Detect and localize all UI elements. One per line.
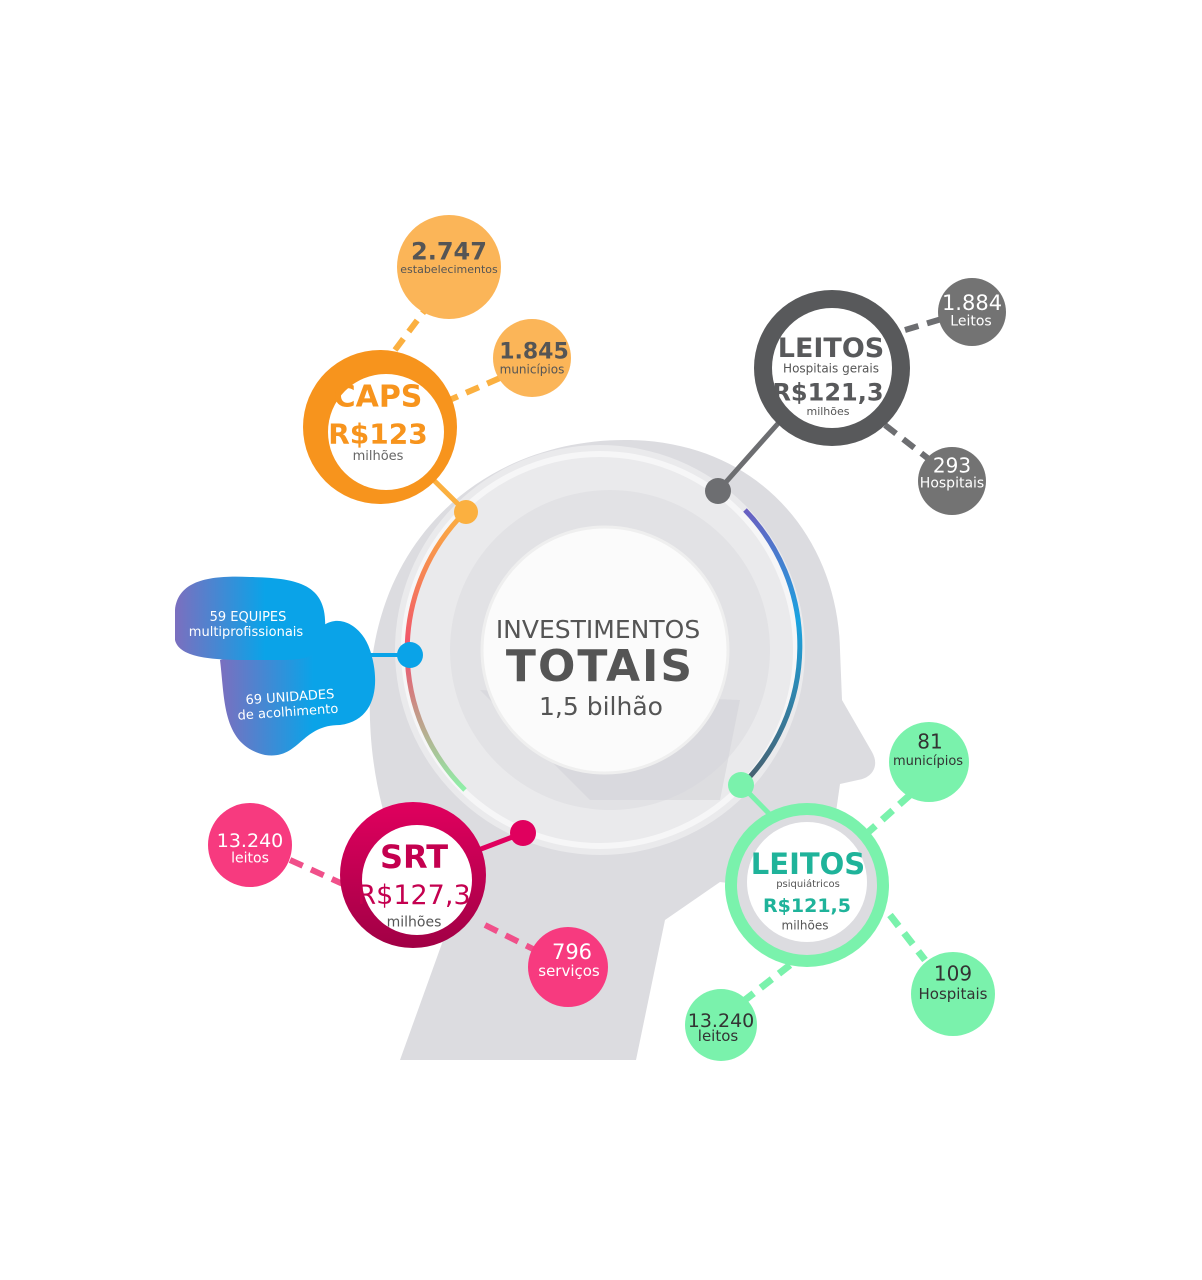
leitos-psiq-unit: milhões xyxy=(781,918,829,933)
caps-stat1-value: 2.747 xyxy=(411,237,487,266)
caps-node xyxy=(303,215,571,524)
equipes-count: 59 EQUIPES xyxy=(209,610,287,626)
center-line1: INVESTIMENTOS xyxy=(495,614,701,644)
srt-stat2-value: 796 xyxy=(551,939,593,964)
equipes-node xyxy=(175,576,423,756)
leitos-psiq-amount: R$121,5 xyxy=(763,895,851,918)
leitos-psiq-stat2-label: Hospitais xyxy=(918,985,988,1004)
caps-stat1-label: estabelecimentos xyxy=(400,263,498,277)
leitos-gerais-stat2-value: 293 xyxy=(932,453,972,478)
leitos-gerais-amount: R$121,3 xyxy=(772,378,884,407)
right-arc xyxy=(740,508,803,787)
caps-amount: R$123 xyxy=(328,417,428,451)
caps-unit: milhões xyxy=(352,449,404,465)
caps-stat2-value: 1.845 xyxy=(499,339,569,365)
leitos-gerais-stat1-value: 1.884 xyxy=(941,290,1003,315)
caps-stat2-label: municípios xyxy=(499,362,565,377)
srt-title: SRT xyxy=(379,838,449,877)
leitos-gerais-title: LEITOS xyxy=(777,332,885,364)
leitos-psiq-node xyxy=(685,722,995,1061)
leitos-gerais-node xyxy=(705,278,1006,515)
srt-stat2-label: serviços xyxy=(538,962,600,981)
leitos-gerais-stat1-label: Leitos xyxy=(950,313,992,330)
leitos-psiq-stat1-label: municípios xyxy=(892,754,964,770)
center-total: 1,5 bilhão xyxy=(539,691,663,721)
srt-stat1-value: 13.240 xyxy=(216,830,284,853)
leitos-psiq-stat3-label: leitos xyxy=(697,1027,739,1046)
equipes-label: multiprofissionais xyxy=(188,625,304,641)
srt-node xyxy=(208,802,608,1007)
leitos-psiq-subtitle: psiquiátricos xyxy=(776,878,840,890)
leitos-psiq-stat1-value: 81 xyxy=(917,729,943,754)
center-title: TOTAIS xyxy=(505,640,695,692)
leitos-gerais-subtitle: Hospitais gerais xyxy=(783,361,879,376)
srt-amount: R$127,3 xyxy=(357,879,471,911)
srt-unit: milhões xyxy=(386,914,442,931)
leitos-psiq-title: LEITOS xyxy=(750,846,866,881)
leitos-gerais-stat2-label: Hospitais xyxy=(919,475,985,492)
leitos-psiq-stat3-value: 13.240 xyxy=(687,1010,755,1033)
srt-stat1-label: leitos xyxy=(231,850,269,867)
leitos-gerais-unit: milhões xyxy=(806,405,850,419)
leitos-psiq-stat2-value: 109 xyxy=(933,961,973,986)
caps-title: CAPS xyxy=(333,379,423,415)
